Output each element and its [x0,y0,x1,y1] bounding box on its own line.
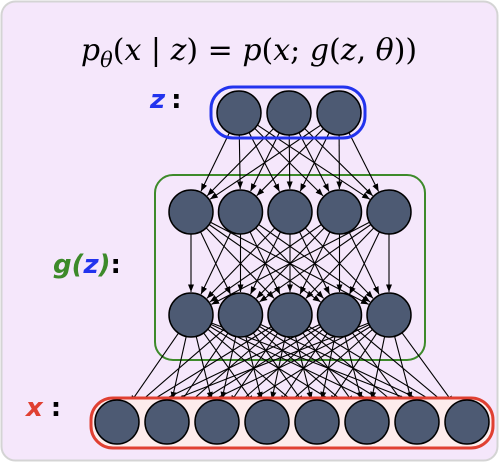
label-z-name: z [149,85,166,115]
eq-g: g [310,33,329,68]
edge-g2-5-to-x-6 [370,336,386,400]
node-g1-5 [366,189,412,235]
edge-z-3-to-g1-5 [348,132,380,192]
edge-z-1-to-g1-1 [200,132,230,192]
node-g2-3 [267,292,313,338]
eq-close3: )) [394,33,417,68]
edge-z-1-to-g1-3 [248,132,280,192]
edge-g1-2-to-g2-1 [200,231,232,295]
eq-theta-subscript: θ [100,48,113,72]
label-g-open: ( [72,250,85,280]
node-x-6 [344,399,390,445]
z-layer-box [209,85,367,140]
eq-close: ) [186,33,198,68]
node-g1-3 [267,189,313,235]
node-x-1 [94,399,140,445]
edge-g1-4-to-g2-1 [209,224,322,303]
edge-g2-5-to-x-7 [394,336,413,400]
label-g: g(z): [53,250,121,280]
eq-open: ( [113,33,125,68]
edge-z-3-to-g1-2 [256,128,324,197]
edge-g1-5-to-g2-2 [259,224,372,303]
label-z-colon: : [171,85,181,115]
node-g2-2 [217,292,264,338]
edge-g2-5-to-x-8 [401,332,454,404]
node-x-3 [194,399,240,445]
label-g-colon: : [111,250,121,280]
node-z-2 [266,90,312,136]
label-z: z: [149,85,182,115]
node-z-3 [316,90,362,136]
node-g1-1 [168,189,214,235]
edge-z-2-to-g1-1 [206,128,274,197]
x-layer-box [89,396,495,450]
eq-x2: x [273,33,290,68]
edge-g2-5-to-x-3 [236,326,371,411]
node-g2-1 [168,292,214,338]
label-g-close: ) [98,250,111,280]
eq-open3: ( [329,33,341,68]
label-x-name: x [24,393,44,423]
eq-semicolon: ; [290,33,310,68]
node-g2-4 [316,292,363,338]
label-x: x: [24,393,61,423]
edge-z-1-to-g1-4 [254,128,324,197]
edge-g1-3-to-g2-1 [206,227,276,299]
node-x-8 [444,399,490,445]
eq-comma: , [357,33,376,68]
eq-z2: z [340,33,357,68]
edge-g2-2-to-x-1 [134,328,225,408]
node-g1-2 [217,189,264,235]
edge-g2-1-to-x-1 [129,332,179,404]
eq-equals: = [198,33,242,68]
eq-z: z [170,33,187,68]
nodes-group [94,90,490,445]
edge-z-2-to-g1-5 [304,128,374,197]
node-x-2 [144,399,190,445]
eq-open2: ( [262,33,274,68]
eq-theta: θ [376,33,394,68]
node-z-1 [216,90,262,136]
eq-p2: p [242,33,261,68]
label-x-colon: : [51,393,61,423]
node-x-7 [394,399,440,445]
edge-g1-5-to-g2-3 [305,227,375,299]
eq-p: p [81,33,100,68]
edge-g2-5-to-x-5 [329,332,378,404]
node-x-5 [294,399,340,445]
edge-g1-5-to-g2-4 [349,231,380,295]
eq-x: x [124,33,141,68]
label-g-z: z [83,250,100,280]
equation-title: pθ(x | z) = p(x; g(z, θ)) [81,33,417,72]
node-g1-4 [316,189,363,235]
node-g2-5 [366,292,412,338]
edge-g2-5-to-x-4 [283,329,373,408]
edge-z-3-to-g1-3 [299,132,330,192]
eq-bar: | [141,33,170,68]
label-g-name: g [53,250,72,280]
edge-g2-3-to-x-1 [136,326,272,411]
edge-z-2-to-g1-4 [298,132,330,192]
node-x-4 [244,399,290,445]
edge-g1-5-to-g2-1 [211,221,370,305]
